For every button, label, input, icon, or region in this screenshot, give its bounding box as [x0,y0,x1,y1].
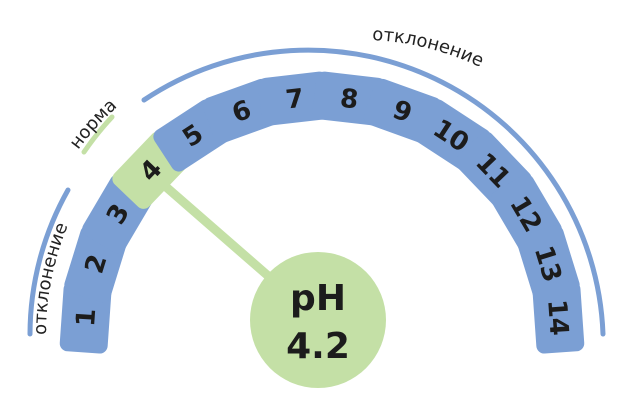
ph-tile-14: 14 [532,281,585,354]
ph-tile-number: 8 [338,84,359,116]
deviation-label-right: отклонение [372,24,487,72]
norm-label: норма [65,95,121,153]
deviation-arc-left [27,187,71,337]
indicator-connector [160,181,287,293]
ph-tile-number: 7 [284,84,305,116]
ph-indicator-value: 4.2 [286,326,350,367]
ph-tile-number: 14 [541,298,573,336]
deviation-arc-right [141,47,606,337]
ph-indicator-circle [250,252,386,388]
ph-tile-number: 1 [71,307,102,327]
norm-arc [81,114,115,155]
ph-indicator-label: pH [290,278,346,319]
ph-tile-bg [532,281,585,354]
